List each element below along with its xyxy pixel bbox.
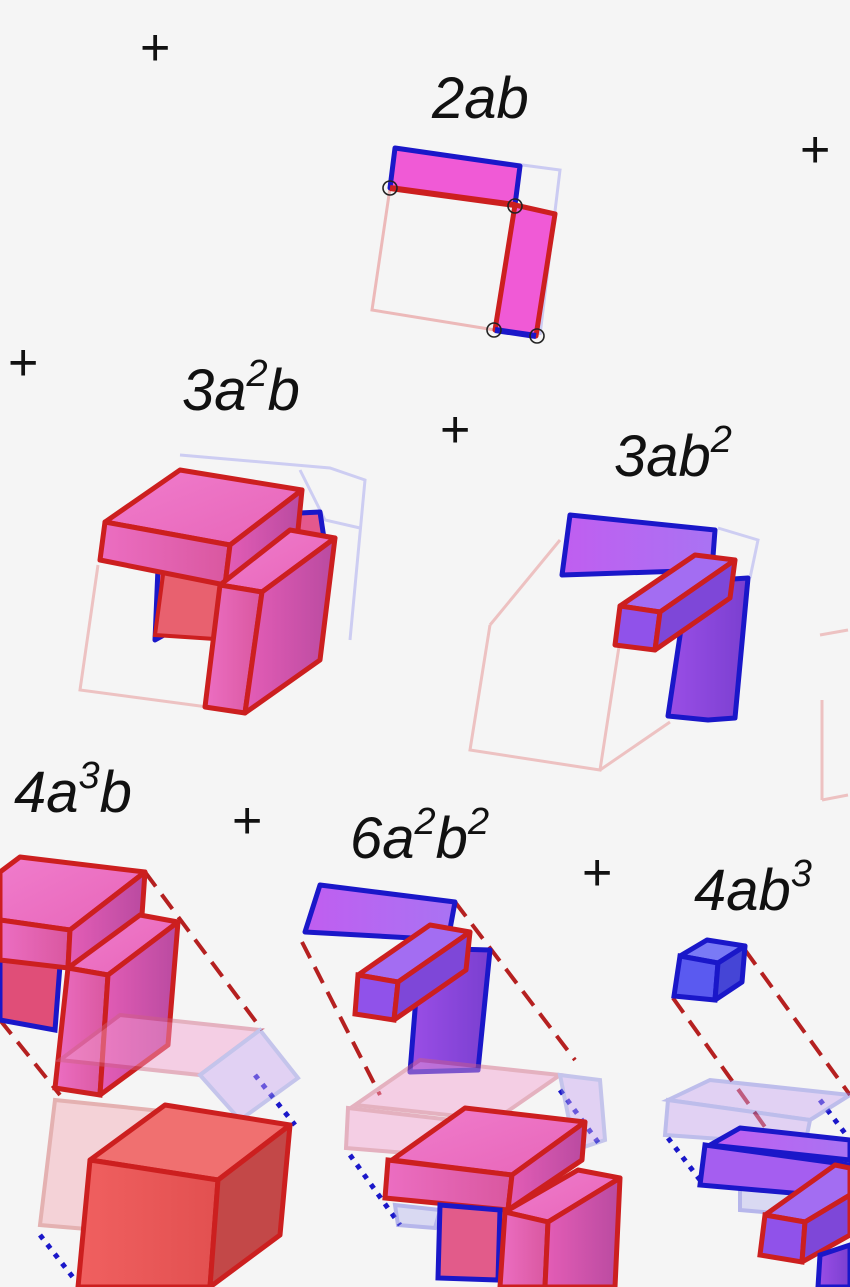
term-label-4ab3: 4ab3 — [694, 853, 812, 923]
diagram-3ab2 — [468, 512, 849, 802]
term-label-3ab2: 3ab2 — [614, 419, 732, 489]
plus-sign: + — [440, 401, 470, 459]
term-label-3a2b: 3a2b — [182, 353, 300, 423]
diagram-3a2b — [78, 453, 367, 716]
plus-sign: + — [8, 334, 38, 392]
term-label-6a2b2: 6a2b2 — [350, 801, 489, 871]
plus-sign: + — [582, 844, 612, 902]
diagram-2ab — [370, 145, 562, 344]
plus-sign: + — [800, 121, 830, 179]
plus-sign: + — [140, 19, 170, 77]
plus-signs: + + + + + + — [8, 19, 830, 902]
diagram-4ab3 — [661, 937, 850, 1287]
term-label-2ab: 2ab — [431, 66, 529, 131]
plus-sign: + — [232, 792, 262, 850]
term-label-4a3b: 4a3b — [14, 755, 132, 825]
term-labels: 2ab 3a2b 3ab2 4a3b 6a2b2 4ab3 — [14, 66, 812, 923]
diagram-4a3b — [0, 854, 301, 1287]
diagram-6a2b2 — [300, 882, 623, 1287]
